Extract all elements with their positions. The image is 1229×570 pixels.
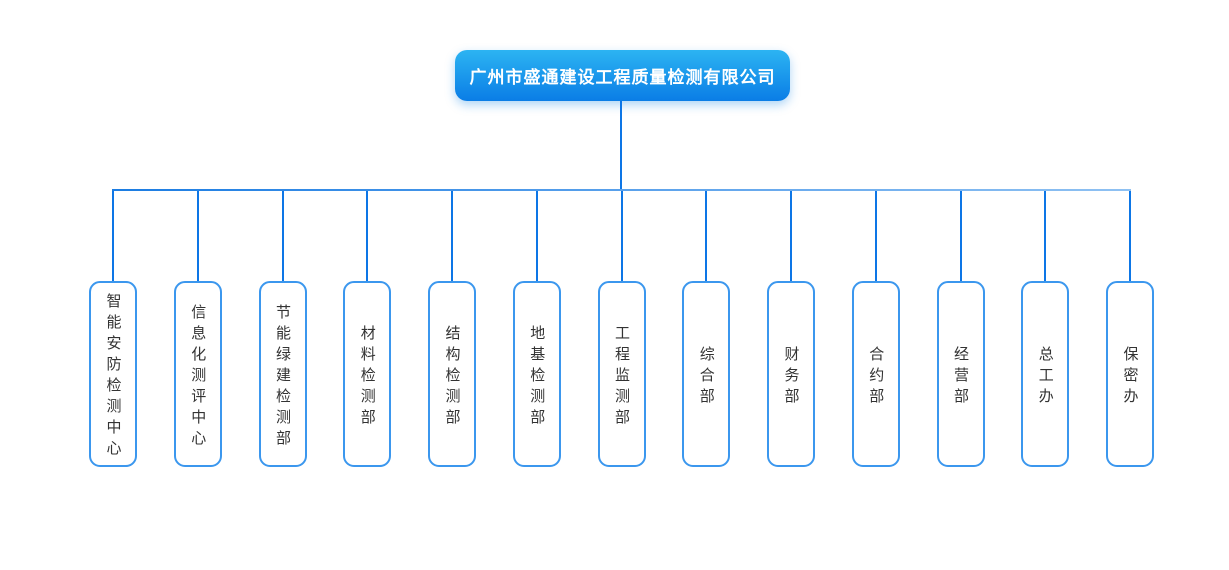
dept-node-foundation-testing-dept: 地基检测部: [512, 281, 561, 467]
dept-label: 地基检测部: [528, 324, 546, 430]
dept-label: 节能绿建检测部: [274, 303, 291, 451]
dept-column-foundation-testing-dept: 地基检测部: [512, 191, 561, 467]
dept-node-operations-dept: 经营部: [936, 281, 985, 467]
connector-drop-line: [281, 191, 284, 281]
dept-node-structure-testing-dept: 结构检测部: [428, 281, 476, 467]
dept-column-informatization-evaluation-center: 信息化测评中心: [173, 191, 222, 467]
dept-label: 结构检测部: [443, 324, 461, 430]
dept-column-chief-engineer-office: 总工办: [1021, 191, 1070, 467]
dept-column-green-building-testing-dept: 节能绿建检测部: [258, 191, 307, 467]
dept-label: 综合部: [697, 345, 715, 409]
connector-drop-line: [705, 191, 708, 281]
dept-label: 智能安防检测中心: [104, 293, 122, 461]
dept-label: 保密办: [1121, 345, 1139, 409]
dept-node-contract-dept: 合约部: [851, 281, 900, 467]
dept-column-smart-security-testing-center: 智能安防检测中心: [89, 191, 137, 467]
dept-node-finance-dept: 财务部: [767, 281, 815, 467]
dept-column-general-affairs-dept: 综合部: [682, 191, 731, 467]
connector-drop-line: [535, 191, 538, 281]
connector-drop-line: [1044, 191, 1047, 281]
dept-node-engineering-monitoring-dept: 工程监测部: [597, 281, 646, 467]
dept-label: 信息化测评中心: [189, 303, 207, 451]
dept-label: 合约部: [867, 345, 885, 409]
connector-drop-line: [451, 191, 453, 281]
dept-label: 材料检测部: [358, 324, 376, 430]
connector-drop-line: [196, 191, 199, 281]
dept-column-engineering-monitoring-dept: 工程监测部: [597, 191, 646, 467]
connector-drop-line: [112, 191, 114, 281]
dept-node-chief-engineer-office: 总工办: [1021, 281, 1070, 467]
dept-column-materials-testing-dept: 材料检测部: [343, 191, 392, 467]
connector-drop-line: [959, 191, 962, 281]
dept-label: 工程监测部: [613, 324, 630, 430]
connector-rail-line: [112, 189, 1131, 191]
dept-column-contract-dept: 合约部: [851, 191, 900, 467]
dept-node-smart-security-testing-center: 智能安防检测中心: [89, 281, 137, 467]
dept-column-structure-testing-dept: 结构检测部: [428, 191, 476, 467]
dept-node-materials-testing-dept: 材料检测部: [343, 281, 392, 467]
dept-label: 经营部: [952, 345, 969, 409]
dept-node-informatization-evaluation-center: 信息化测评中心: [173, 281, 222, 467]
connector-trunk-line: [620, 101, 622, 190]
dept-node-green-building-testing-dept: 节能绿建检测部: [258, 281, 307, 467]
connector-drop-line: [790, 191, 792, 281]
dept-column-finance-dept: 财务部: [767, 191, 815, 467]
connector-drop-line: [1129, 191, 1131, 281]
org-root-label: 广州市盛通建设工程质量检测有限公司: [469, 68, 776, 87]
dept-label: 总工办: [1036, 345, 1054, 409]
dept-node-confidentiality-office: 保密办: [1106, 281, 1154, 467]
department-row: 智能安防检测中心 信息化测评中心 节能绿建检测部 材料检测部 结构检测部: [89, 191, 1154, 467]
connector-drop-line: [366, 191, 369, 281]
dept-node-general-affairs-dept: 综合部: [682, 281, 731, 467]
org-root-node: 广州市盛通建设工程质量检测有限公司: [455, 50, 790, 101]
dept-column-operations-dept: 经营部: [936, 191, 985, 467]
dept-label: 财务部: [782, 345, 800, 409]
dept-column-confidentiality-office: 保密办: [1106, 191, 1154, 467]
connector-drop-line: [620, 191, 623, 281]
connector-drop-line: [874, 191, 877, 281]
